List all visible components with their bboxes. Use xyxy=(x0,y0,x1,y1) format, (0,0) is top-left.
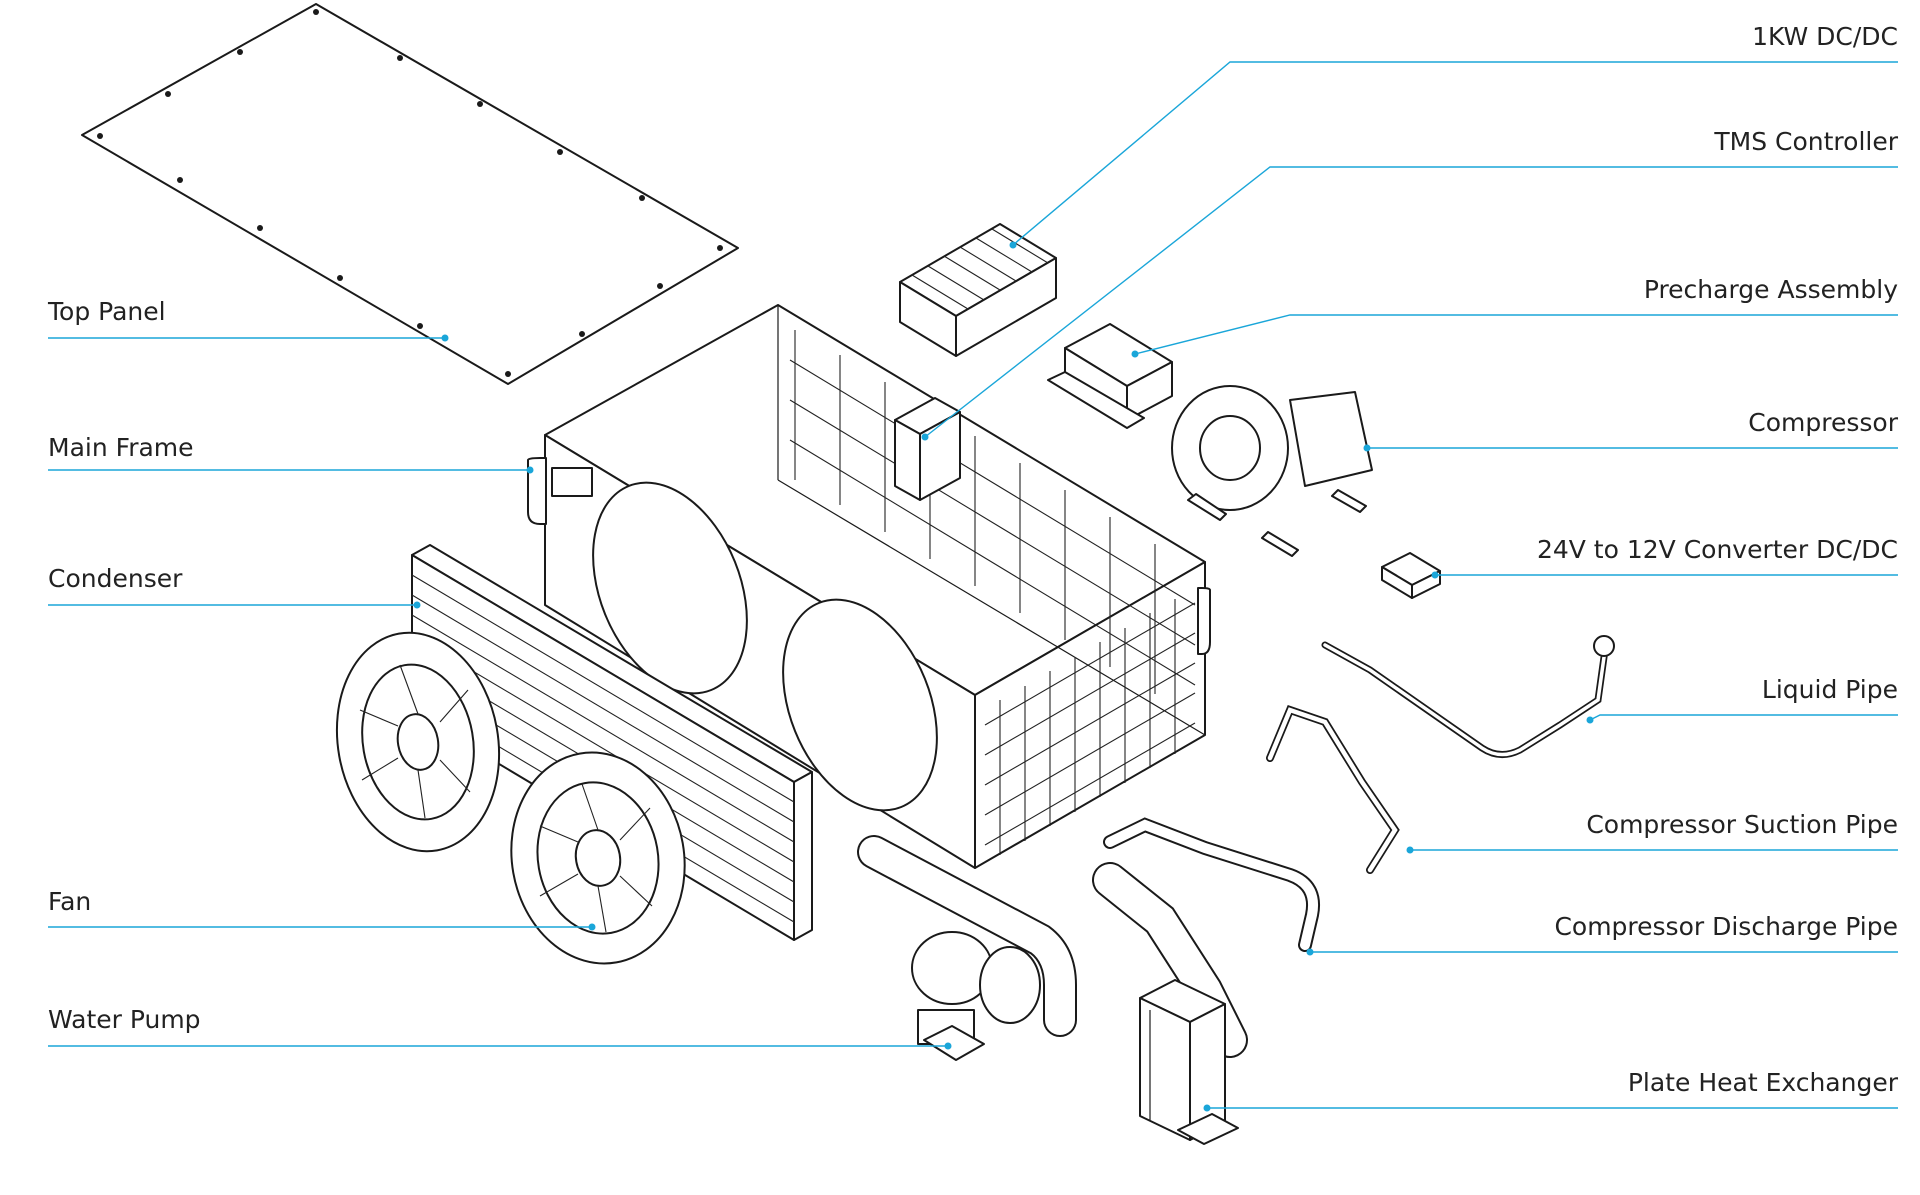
main-frame-part xyxy=(527,304,1211,869)
fan-part-right xyxy=(510,751,686,965)
top-panel-part xyxy=(81,3,739,385)
converter-24v-12v-part xyxy=(1381,552,1441,599)
leader-compressor xyxy=(1363,444,1898,452)
leader-plate-heat-exchanger xyxy=(1203,1104,1898,1112)
leader-compressor-discharge-pipe xyxy=(1306,948,1898,956)
leader-precharge-assembly xyxy=(1131,314,1898,358)
leader-top-panel xyxy=(48,334,449,342)
dcdc-1kw-part xyxy=(899,223,1057,357)
label-converter-24v-12v: 24V to 12V Converter DC/DC xyxy=(1537,535,1898,564)
leader-compressor-suction-pipe xyxy=(1406,846,1898,854)
leader-fan xyxy=(48,923,596,931)
liquid-pipe-part xyxy=(1321,635,1615,758)
leader-condenser xyxy=(48,601,421,609)
label-water-pump: Water Pump xyxy=(48,1005,201,1034)
label-compressor-discharge-pipe: Compressor Discharge Pipe xyxy=(1554,912,1898,941)
label-precharge-assembly: Precharge Assembly xyxy=(1644,275,1898,304)
compressor-part xyxy=(1171,385,1373,557)
label-plate-heat-exchanger: Plate Heat Exchanger xyxy=(1628,1068,1899,1097)
label-top-panel: Top Panel xyxy=(47,297,166,326)
leader-dcdc-1kw xyxy=(1009,61,1898,249)
label-compressor: Compressor xyxy=(1748,408,1898,437)
leader-water-pump xyxy=(48,1042,952,1050)
leader-tms-controller xyxy=(921,166,1898,441)
leader-converter-24v-12v xyxy=(1431,571,1898,579)
label-tms-controller: TMS Controller xyxy=(1713,127,1898,156)
label-fan: Fan xyxy=(48,887,91,916)
plate-heat-exchanger-part xyxy=(1092,862,1248,1145)
water-pump-part xyxy=(857,835,1077,1061)
label-condenser: Condenser xyxy=(48,564,183,593)
leader-liquid-pipe xyxy=(1586,714,1898,724)
label-dcdc-1kw: 1KW DC/DC xyxy=(1752,22,1898,51)
compressor-suction-pipe-part xyxy=(1266,705,1400,874)
precharge-assembly-part xyxy=(1047,323,1173,429)
label-compressor-suction-pipe: Compressor Suction Pipe xyxy=(1586,810,1898,839)
leader-main-frame xyxy=(48,466,534,474)
label-liquid-pipe: Liquid Pipe xyxy=(1762,675,1898,704)
label-main-frame: Main Frame xyxy=(48,433,194,462)
fan-part-left xyxy=(335,631,501,853)
condenser-part xyxy=(411,544,813,941)
compressor-discharge-pipe-part xyxy=(1103,817,1320,952)
